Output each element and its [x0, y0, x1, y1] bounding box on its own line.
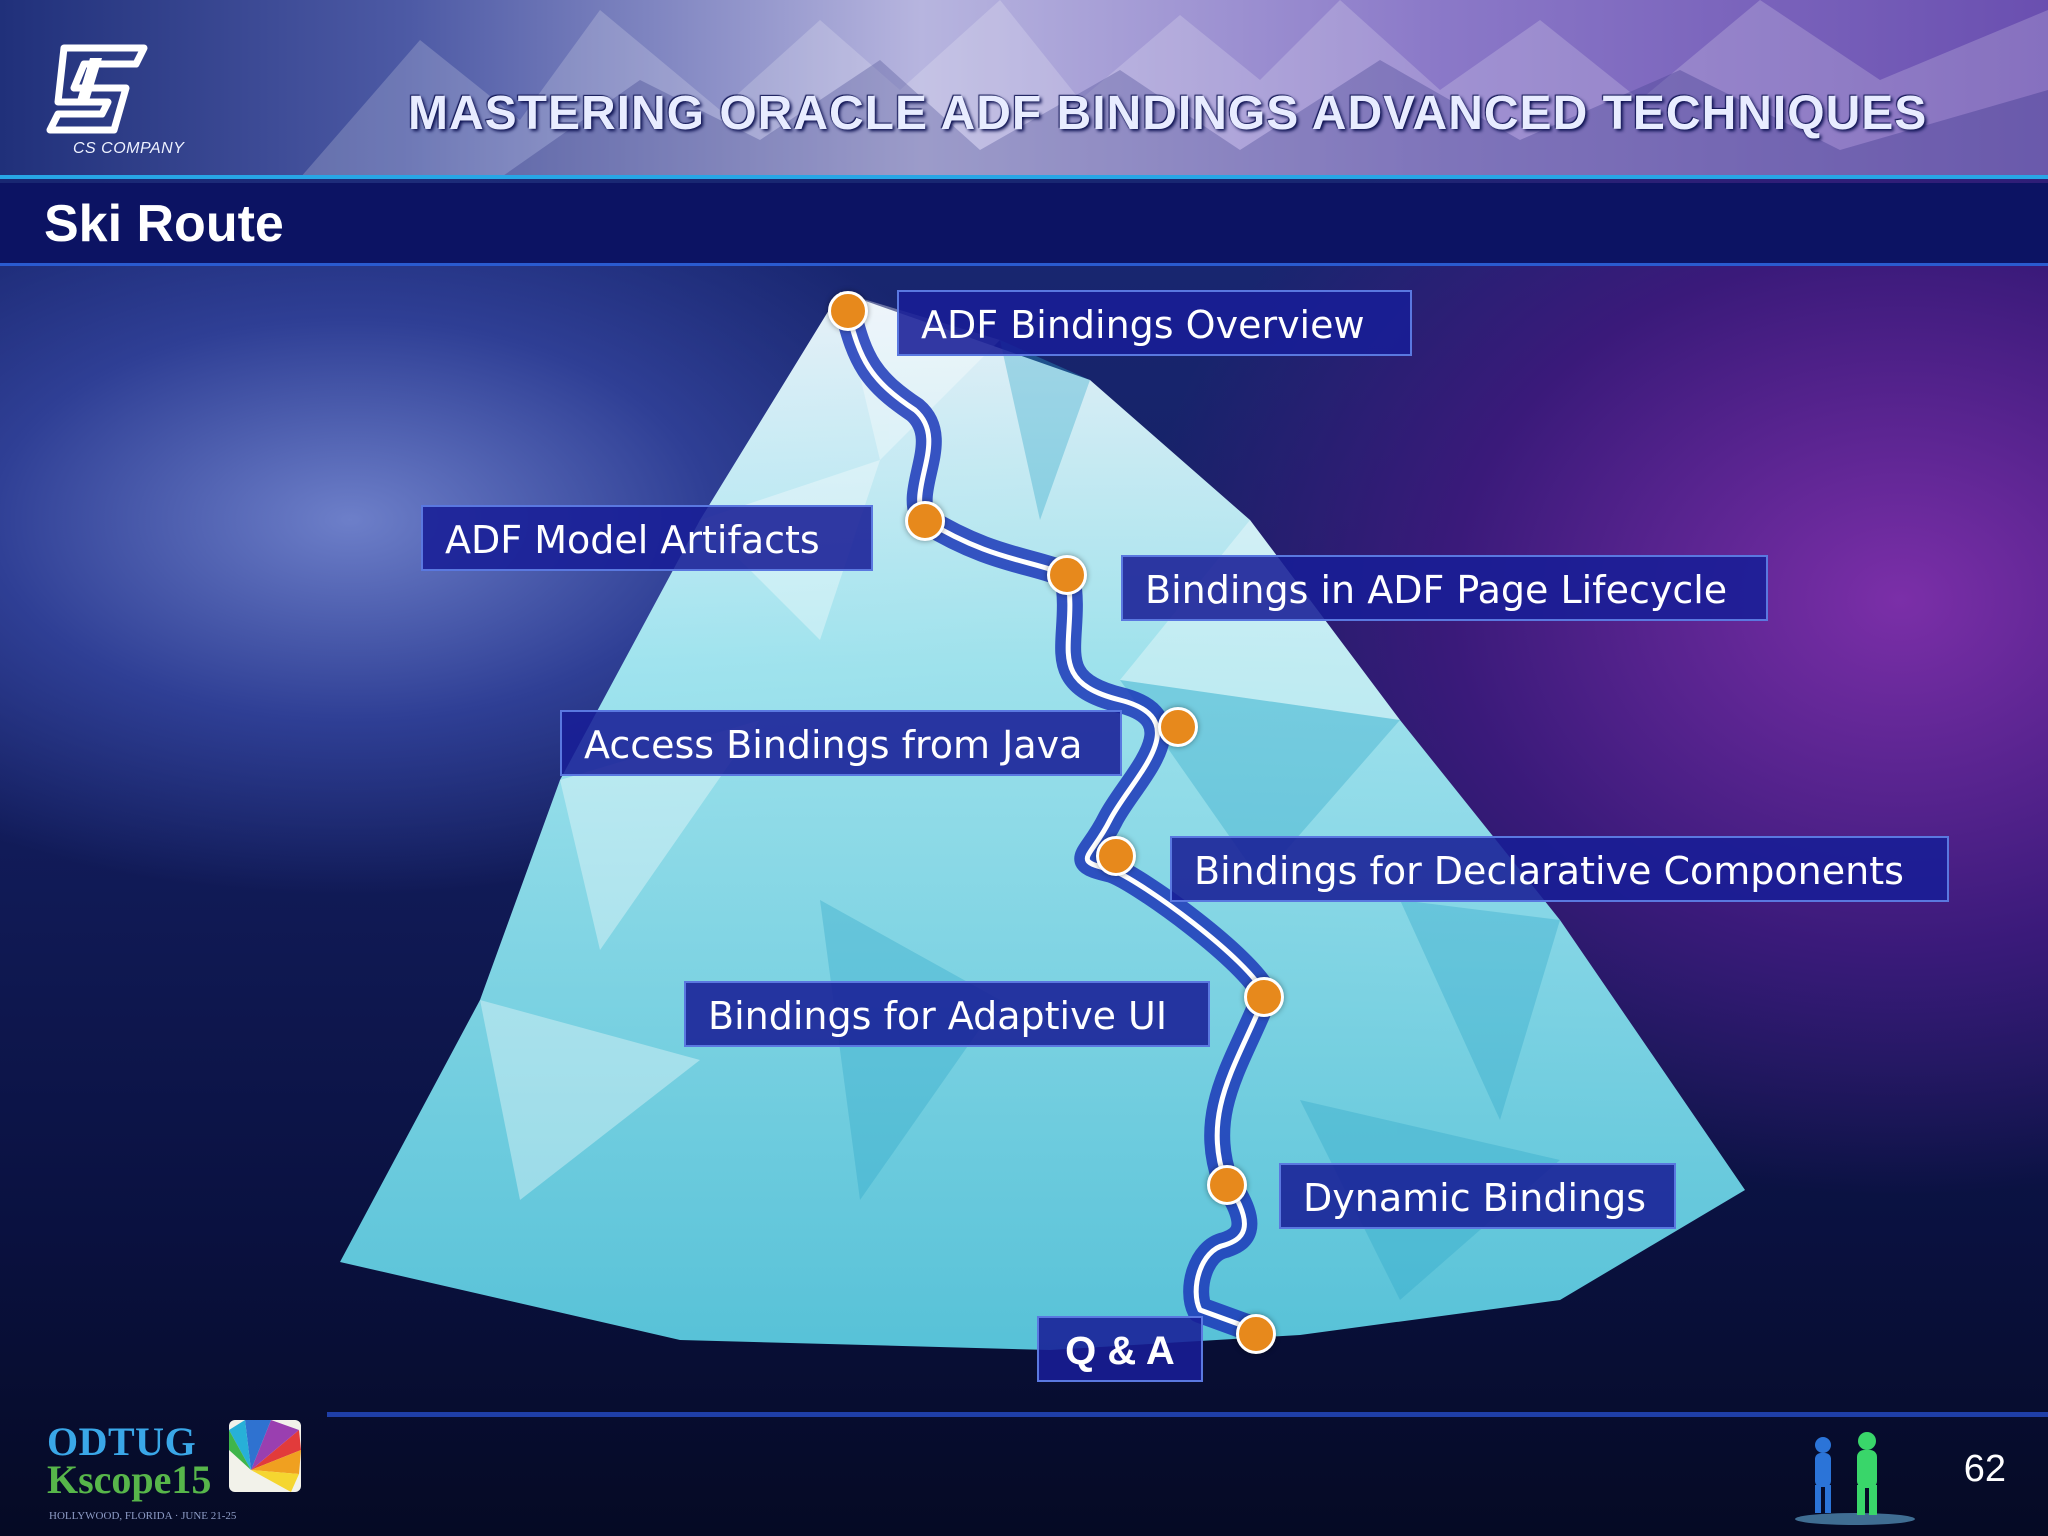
header-band: [0, 0, 2048, 178]
conference-name: ODTUG: [47, 1419, 197, 1464]
checkpoint-marker-7: [1207, 1165, 1247, 1205]
checkpoint-marker-5: [1096, 836, 1136, 876]
presentation-title: MASTERING ORACLE ADF BINDINGS ADVANCED T…: [408, 87, 1928, 140]
route-label-page-lifecycle: Bindings in ADF Page Lifecycle: [1121, 555, 1768, 621]
checkpoint-marker-4: [1158, 707, 1198, 747]
slide-title-bar: [0, 183, 2048, 266]
checkpoint-marker-8: [1236, 1314, 1276, 1354]
checkpoint-marker-6: [1244, 977, 1284, 1017]
route-label-bindings-overview: ADF Bindings Overview: [897, 290, 1412, 356]
sunburst-icon: [229, 1420, 301, 1492]
slide-title: Ski Route: [44, 195, 284, 253]
conference-edition: Kscope15: [47, 1457, 212, 1502]
checkpoint-marker-2: [905, 501, 945, 541]
conference-location: HOLLYWOOD, FLORIDA · JUNE 21-25: [49, 1510, 237, 1522]
route-label-dynamic-bindings: Dynamic Bindings: [1279, 1163, 1676, 1229]
header-divider: [0, 175, 2048, 179]
route-label-model-artifacts: ADF Model Artifacts: [421, 505, 873, 571]
route-label-q-and-a: Q & A: [1037, 1316, 1203, 1382]
checkpoint-marker-3: [1047, 555, 1087, 595]
page-number: 62: [1963, 1448, 2006, 1490]
cs-company-logo: [46, 44, 148, 134]
mountain-banner-image: [300, 0, 2048, 178]
checkpoint-marker-1: [828, 291, 868, 331]
logo-caption: CS COMPANY: [73, 140, 185, 157]
footer-divider: [327, 1412, 2048, 1417]
skiers-illustration: [1795, 1432, 1915, 1525]
route-label-declarative-components: Bindings for Declarative Components: [1170, 836, 1949, 902]
odtug-kscope-logo: ODTUG Kscope15 HOLLYWOOD, FLORIDA · JUNE…: [47, 1418, 307, 1528]
route-label-adaptive-ui: Bindings for Adaptive UI: [684, 981, 1210, 1047]
route-label-access-from-java: Access Bindings from Java: [560, 710, 1122, 776]
